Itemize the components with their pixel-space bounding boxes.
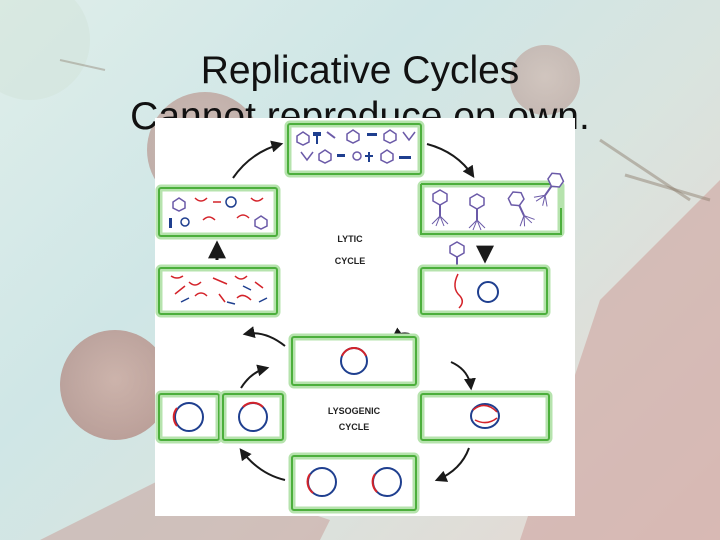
arrow-lysogenic-3-icon	[434, 447, 470, 482]
cell-phage-assembly	[284, 120, 425, 178]
arrow-lytic-1-icon	[232, 140, 284, 179]
arrow-lysogenic-2-icon	[240, 364, 270, 389]
lysogenic-label-line1: LYSOGENIC	[328, 406, 381, 416]
slide-title-line1: Replicative Cycles	[200, 49, 520, 93]
arrow-lysogenic-1-icon	[450, 361, 476, 391]
cell-dna-replication	[155, 264, 281, 318]
cell-integration	[417, 390, 553, 444]
replicative-cycles-diagram: LYTIC CYCLE LYSOGENIC CYCLE	[155, 118, 575, 516]
lysogenic-label-line2: CYCLE	[339, 422, 370, 432]
arrow-lytic-2-icon	[426, 143, 475, 178]
cell-prophage	[288, 333, 420, 389]
arrow-to-lytic-icon	[242, 326, 286, 347]
arrow-lysogenic-4-icon	[239, 448, 286, 481]
slide-title: Replicative Cycles Cannot reproduce on o…	[0, 48, 720, 140]
cell-daughter-cells	[288, 452, 420, 514]
cell-components-synthesis	[155, 184, 281, 240]
cell-dna-injected	[417, 264, 551, 318]
lytic-label-line2: CYCLE	[335, 256, 366, 266]
cell-dividing	[155, 390, 287, 444]
phage-parts-icon	[296, 129, 416, 164]
lytic-label-line1: LYTIC	[337, 234, 363, 244]
cell-lysis-release	[417, 172, 565, 238]
phage-group-icon	[431, 172, 565, 231]
